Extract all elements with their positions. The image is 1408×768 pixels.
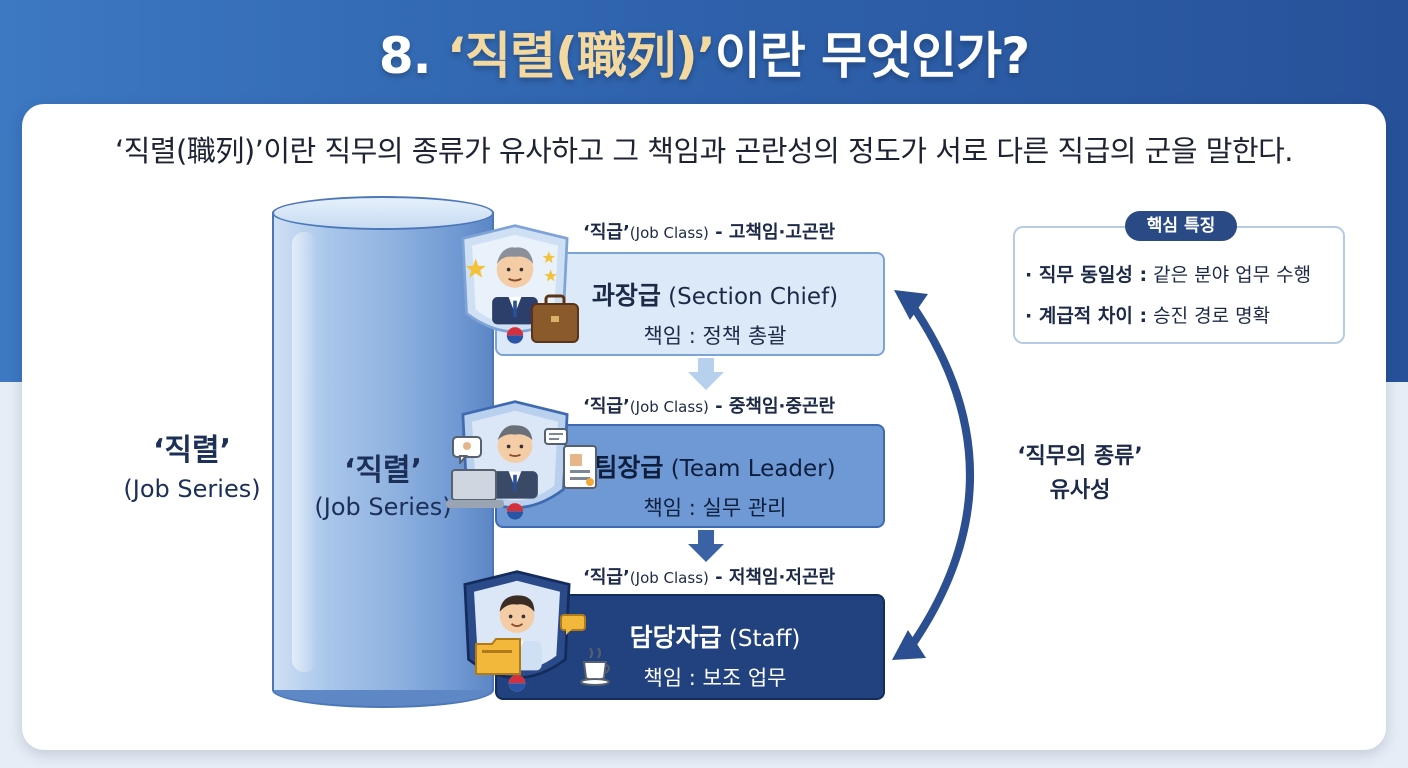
key-feature-item: · 계급적 차이 : 승진 경로 명확 [1025, 301, 1270, 328]
grade-tag-2: ‘직급’(Job Class) - 중책임·중곤란 [583, 392, 835, 418]
document-icon [563, 445, 597, 489]
grade-tag-3: ‘직급’(Job Class) - 저책임·저곤란 [583, 563, 835, 589]
down-arrow-icon [688, 358, 724, 390]
arc-label-line2: 유사성 [1049, 478, 1111, 503]
rank-name-en: (Team Leader) [663, 456, 836, 482]
grade-tag-1-en: (Job Class) [629, 224, 709, 242]
briefcase-icon [531, 294, 579, 343]
cylinder-top [272, 196, 494, 230]
rank-responsibility: 책임 : 정책 총괄 [643, 324, 787, 348]
star-icon [544, 269, 558, 282]
title-number: 8. [378, 27, 448, 85]
grade-tag-1-desc: - 고책임·고곤란 [708, 222, 836, 243]
side-label-english: (Job Series) [123, 475, 261, 503]
rank-responsibility: 책임 : 실무 관리 [643, 496, 787, 520]
rank-name: 담당자급 (Staff) [547, 618, 883, 654]
team-leader-avatar-icon [461, 400, 569, 520]
cylinder-label-english: (Job Series) [314, 493, 452, 521]
star-icon [465, 258, 486, 278]
chat-bubble-icon [560, 614, 586, 635]
cylinder-highlight [292, 232, 318, 672]
definition-text: ‘직렬(職列)’이란 직무의 종류가 유사하고 그 책임과 곤란성의 정도가 서… [114, 134, 1294, 168]
title-highlight: ‘직렬(職列)’ [447, 27, 716, 85]
rank-name-en: (Section Chief) [660, 284, 839, 310]
cylinder-label: ‘직렬’ (Job Series) [272, 445, 494, 521]
rank-responsibility: 책임 : 보조 업무 [643, 666, 787, 690]
grade-tag-2-en: (Job Class) [629, 398, 709, 416]
key-feature-text: 같은 분야 업무 수행 [1147, 264, 1312, 286]
grade-tag-1: ‘직급’(Job Class) - 고책임·고곤란 [583, 218, 835, 244]
rank-name-ko: 팀장급 [594, 453, 664, 482]
grade-tag-2-desc: - 중책임·중곤란 [708, 396, 836, 417]
message-icon [544, 428, 568, 445]
key-feature-label: · 직무 동일성 : [1025, 264, 1148, 286]
rank-name: 팀장급 (Team Leader) [547, 448, 883, 484]
key-feature-text: 승진 경로 명확 [1147, 305, 1271, 327]
rank-name: 과장급 (Section Chief) [547, 276, 883, 312]
side-label-korean: ‘직렬’ [153, 433, 231, 468]
title-suffix: 이란 무엇인가? [714, 27, 1030, 85]
grade-tag-3-desc: - 저책임·저곤란 [708, 567, 836, 588]
down-arrow-icon [688, 530, 724, 562]
chat-bubble-icon [452, 436, 482, 464]
folder-icon [475, 638, 521, 675]
arc-label-line1: ‘직무의 종류’ [1017, 444, 1143, 469]
grade-tag-2-main: ‘직급’ [583, 396, 630, 417]
coffee-cup-icon [580, 647, 610, 686]
page-title: 8. ‘직렬(職列)’이란 무엇인가? [0, 16, 1408, 88]
key-feature-label: · 계급적 차이 : [1025, 305, 1148, 327]
rank-name-ko: 과장급 [591, 281, 661, 310]
grade-tag-3-en: (Job Class) [629, 569, 709, 587]
grade-tag-3-main: ‘직급’ [583, 567, 630, 588]
arc-label: ‘직무의 종류’ 유사성 [1000, 440, 1160, 508]
cylinder-label-korean: ‘직렬’ [344, 453, 422, 488]
grade-tag-1-main: ‘직급’ [583, 222, 630, 243]
star-icon [542, 251, 556, 264]
rank-name-en: (Staff) [721, 626, 801, 652]
rank-name-ko: 담당자급 [629, 623, 722, 652]
laptop-icon [446, 469, 504, 508]
key-features-title: 핵심 특징 [1125, 211, 1237, 241]
side-label: ‘직렬’ (Job Series) [112, 425, 272, 503]
curved-double-arrow-icon [892, 290, 974, 660]
key-feature-item: · 직무 동일성 : 같은 분야 업무 수행 [1025, 260, 1311, 287]
